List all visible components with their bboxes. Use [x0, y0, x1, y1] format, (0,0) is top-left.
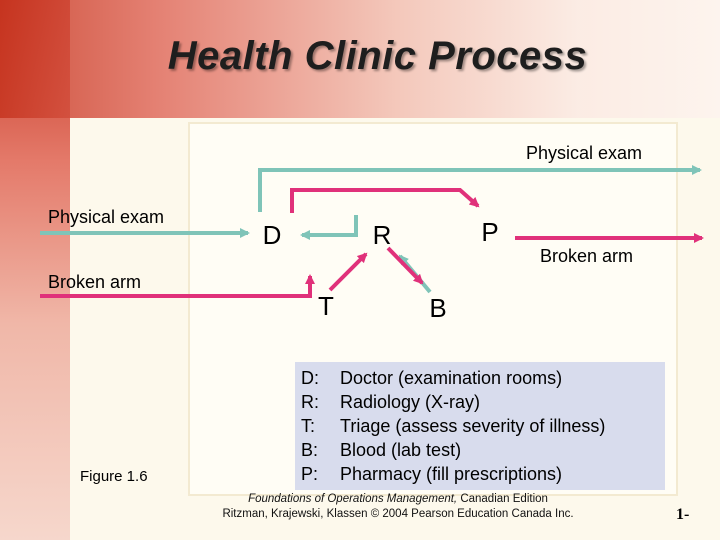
legend-key: P: [301, 464, 319, 484]
node-radiology: R [372, 220, 392, 250]
d-to-p-flow [290, 188, 480, 213]
r-to-d-flow [300, 215, 358, 240]
physical-exam-label-left: Physical exam [48, 207, 165, 227]
page-title: Health Clinic Process [167, 34, 588, 78]
legend-key: B: [301, 440, 319, 460]
node-triage: T [318, 291, 334, 321]
footer-line-2: Ritzman, Krajewski, Klassen © 2004 Pears… [222, 508, 574, 520]
legend-desc: Pharmacy (fill prescriptions) [340, 464, 563, 484]
r-to-b-flow [386, 246, 424, 285]
broken-arm-label-left: Broken arm [48, 272, 142, 292]
slide-number: 1- [676, 506, 690, 523]
broken-arm-inflow [40, 274, 315, 298]
legend-desc: Triage (assess severity of illness) [340, 416, 606, 436]
decorative-top-band [0, 0, 720, 118]
node-blood: B [429, 293, 447, 323]
t-to-r-flow [328, 252, 368, 292]
legend-key: T: [301, 416, 316, 436]
figure-label: Figure 1.6 [80, 468, 148, 485]
legend-desc: Radiology (X-ray) [340, 392, 481, 412]
physical-exam-outflow [258, 165, 702, 212]
broken-arm-label-right: Broken arm [540, 246, 634, 266]
footer-line-1: Foundations of Operations Management, Ca… [188, 492, 608, 507]
legend-desc: Doctor (examination rooms) [340, 368, 563, 388]
legend: D: Doctor (examination rooms) R: Radiolo… [295, 362, 665, 490]
legend-key: D: [301, 368, 319, 388]
legend-key: R: [301, 392, 319, 412]
footer-citation: Foundations of Operations Management, Ca… [188, 492, 608, 522]
physical-exam-label-top: Physical exam [526, 143, 643, 163]
footer-edition: Canadian Edition [457, 493, 548, 505]
node-pharmacy: P [481, 217, 499, 247]
node-doctor: D [262, 220, 282, 250]
footer-book-title: Foundations of Operations Management, [248, 493, 458, 505]
legend-desc: Blood (lab test) [340, 440, 462, 460]
